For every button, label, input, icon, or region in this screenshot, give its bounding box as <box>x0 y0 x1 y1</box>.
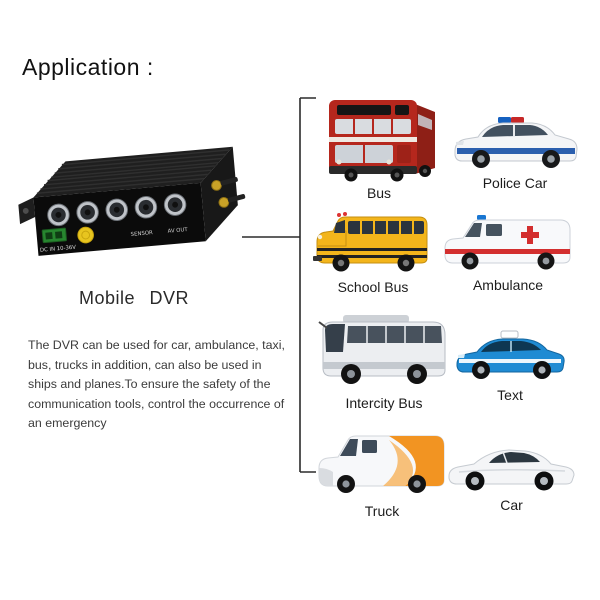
delivery-van-icon <box>318 435 445 493</box>
vehicle-label: Ambulance <box>472 277 544 293</box>
vehicle-label: Bus <box>366 185 392 201</box>
dc-in-label: DC IN 10-36V <box>40 245 77 254</box>
taxi-car-icon <box>456 330 565 379</box>
sensor-label: SENSOR <box>130 230 153 238</box>
mobile-dvr-image: DC IN 10-36V SENSOR AV OUT <box>12 138 256 300</box>
vehicle-label: Police Car <box>482 175 548 191</box>
av-out-label: AV OUT <box>167 227 188 235</box>
description-text: The DVR can be used for car, ambulance, … <box>28 338 285 431</box>
vehicle-label: Car <box>500 497 523 513</box>
vehicle-label: School Bus <box>337 279 409 295</box>
dvr-device-icon: DC IN 10-36V SENSOR AV OUT <box>18 146 246 256</box>
vehicle-item-school-bus: School Bus <box>310 206 436 295</box>
sports-car-icon <box>448 449 575 491</box>
double-decker-bus-icon <box>328 100 435 182</box>
vehicle-label: Truck <box>364 503 400 519</box>
page-title: Application : <box>22 54 154 80</box>
vehicle-label: Intercity Bus <box>345 395 423 411</box>
power-terminal <box>41 227 67 244</box>
ambulance-icon <box>444 215 571 270</box>
antenna-connectors <box>211 177 246 208</box>
school-bus-icon <box>313 212 428 272</box>
vehicle-item-police-car: Police Car <box>446 110 584 191</box>
vehicle-label: Text <box>497 387 523 403</box>
vehicle-item-ambulance: Ambulance <box>438 210 578 293</box>
vehicle-item-bus: Bus <box>314 94 444 201</box>
device-name: Mobile DVR <box>78 288 190 308</box>
vehicle-item-car: Car <box>444 438 579 513</box>
vehicle-item-truck: Truck <box>312 424 452 519</box>
coach-bus-icon <box>318 315 446 384</box>
qc-sticker <box>77 226 94 244</box>
police-car-icon <box>454 117 578 168</box>
vehicle-item-taxi: Text <box>450 322 570 403</box>
vehicle-item-intercity-bus: Intercity Bus <box>314 310 454 411</box>
av-connectors <box>47 193 187 227</box>
